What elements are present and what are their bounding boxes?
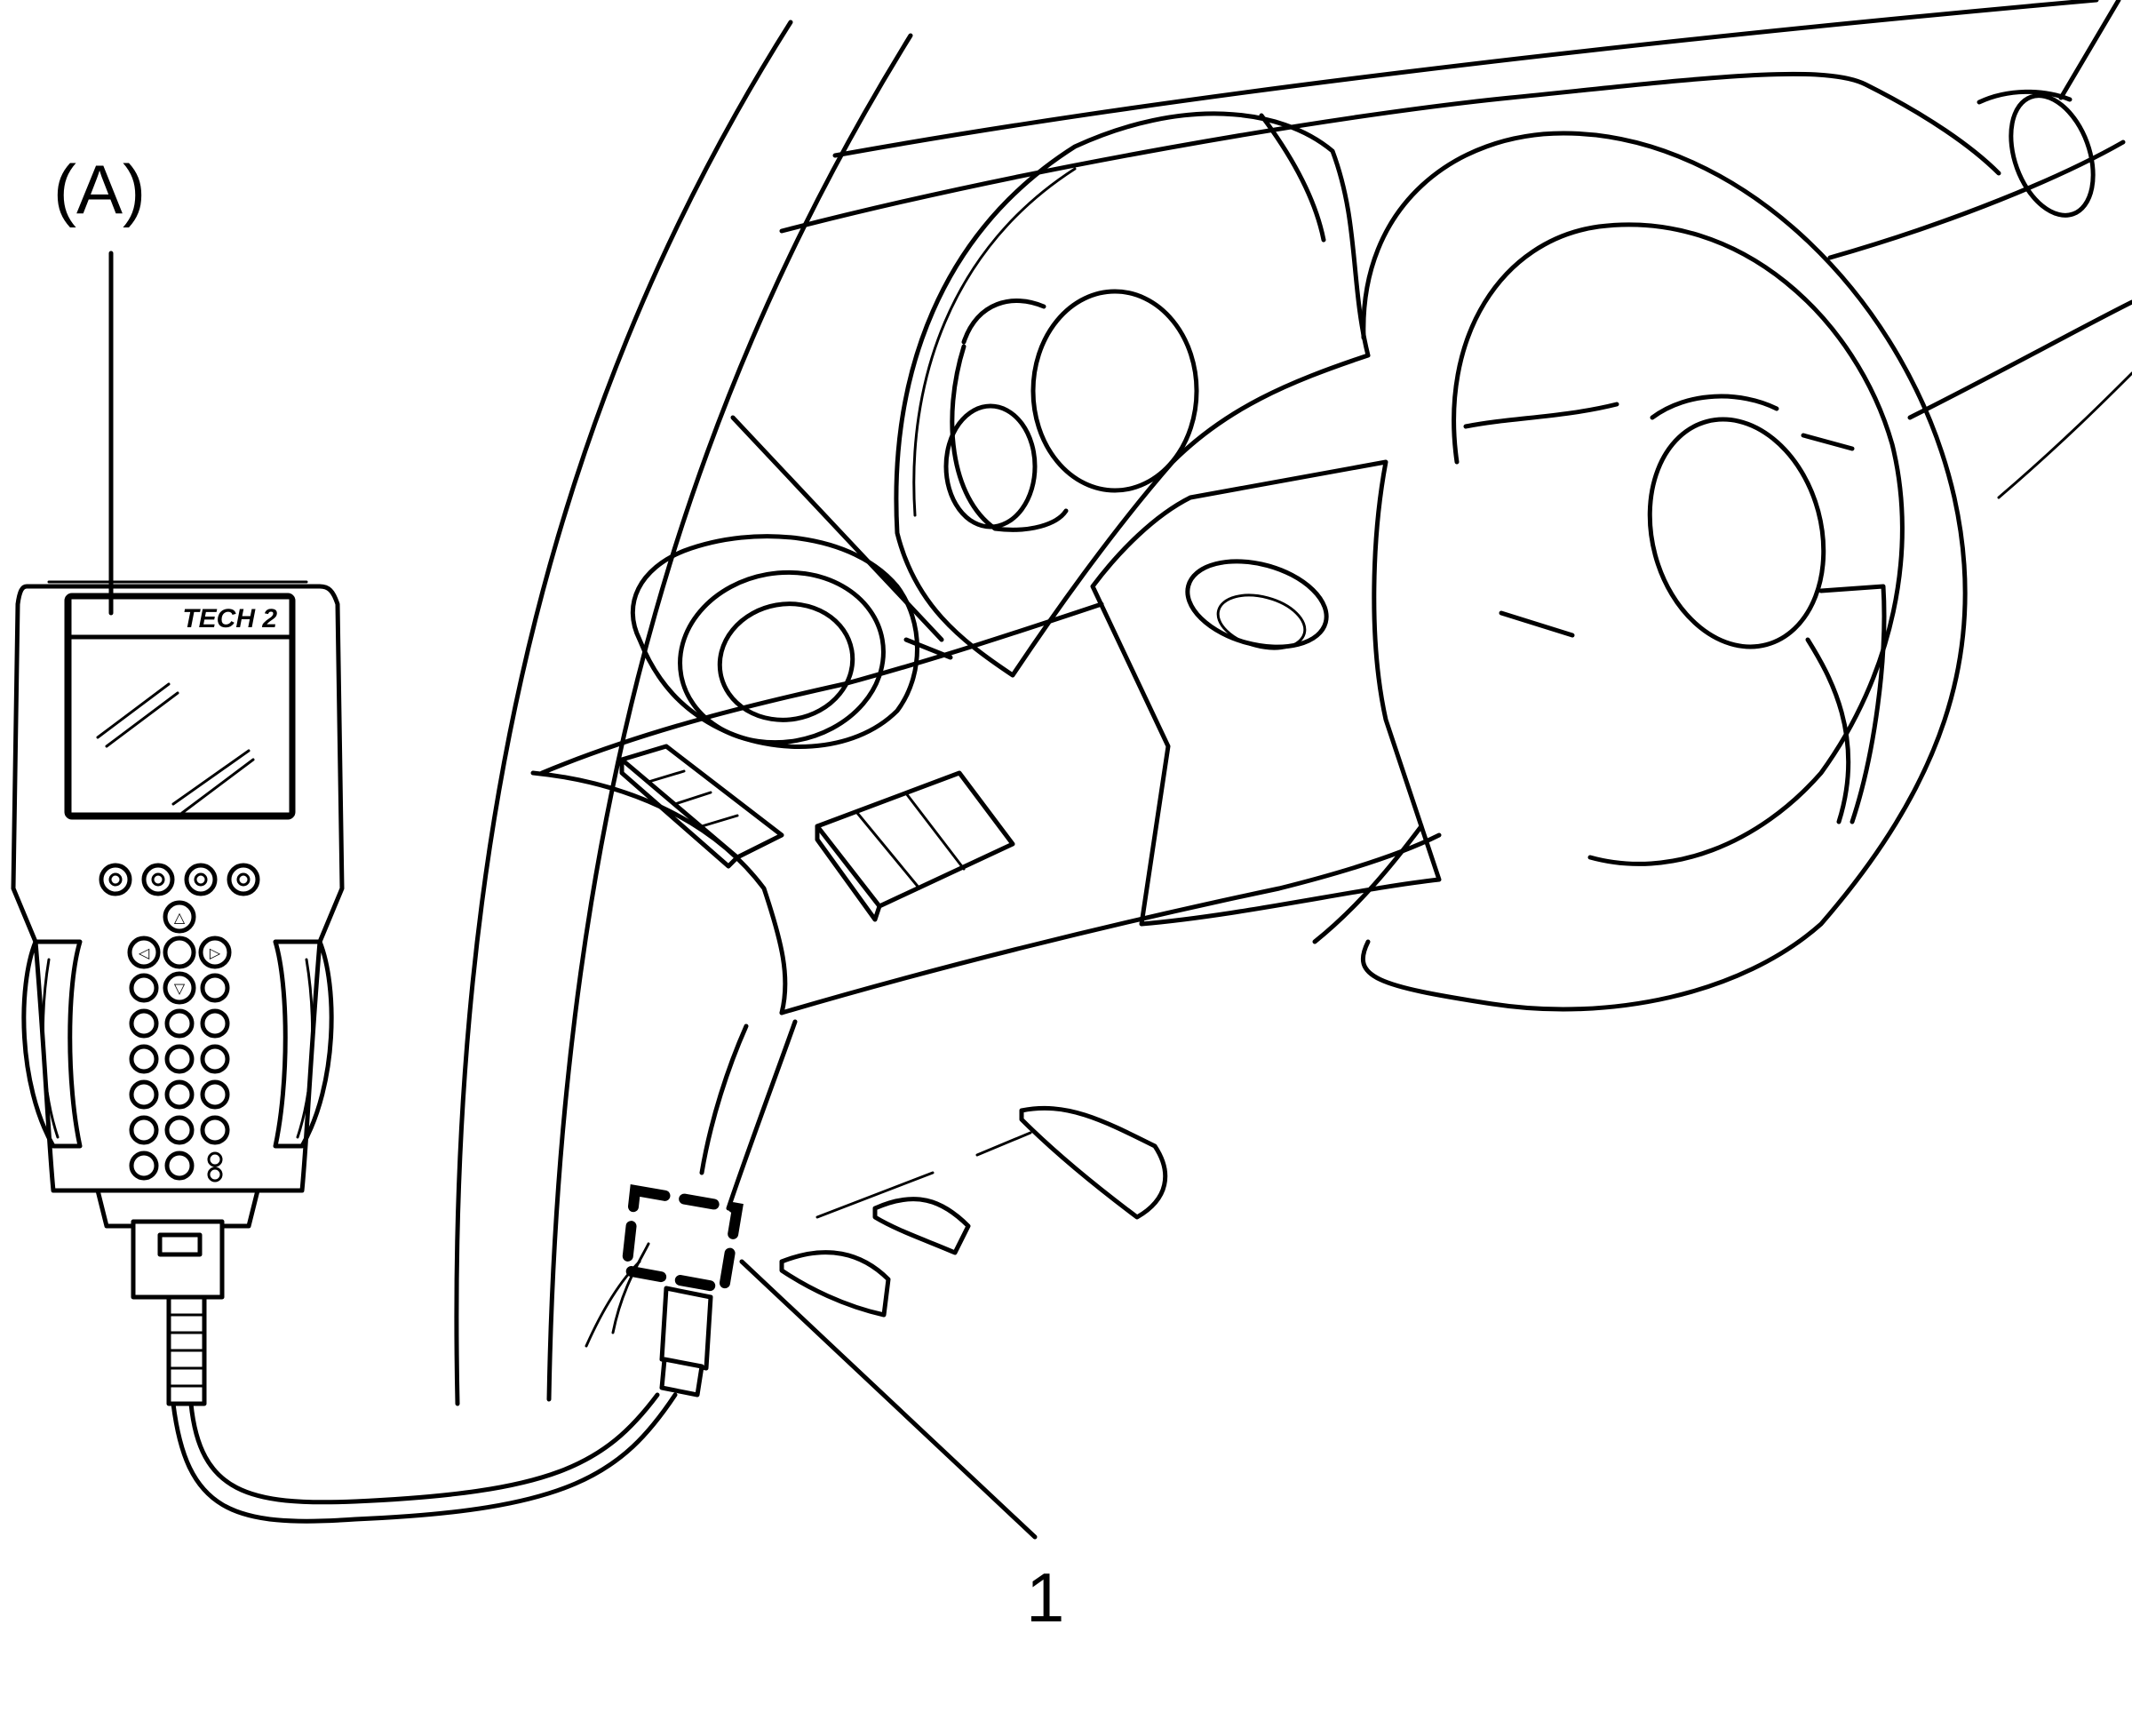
- arrow-down-key: [163, 971, 196, 1005]
- spoke-left-lower: [1499, 610, 1575, 638]
- callouts: (A) 1: [53, 150, 1064, 1636]
- cluster-hood-edge: [1259, 113, 1326, 243]
- arrow-right-key: [198, 936, 232, 969]
- function-keys: [99, 863, 260, 896]
- callout-1-label: 1: [1026, 1558, 1064, 1636]
- console-lower-left: [699, 1023, 749, 1175]
- dlc-plug-strain: [659, 1357, 704, 1398]
- tool-body: [11, 584, 345, 1193]
- connection-cable: [166, 1286, 713, 1524]
- lower-dash-right: [1312, 824, 1424, 944]
- dash-right-edge: [1997, 371, 2132, 499]
- keypad: [129, 973, 230, 1183]
- hub-top-edge: [1650, 394, 1779, 420]
- dash-crease-end: [903, 637, 953, 660]
- steering-wheel-hub: [1647, 417, 1826, 649]
- speedometer-gauge: [1030, 289, 1199, 493]
- connector-latch: [157, 1232, 203, 1257]
- spoke-right-upper: [1801, 433, 1855, 451]
- center-switch-panel: [815, 770, 1015, 922]
- steering-wheel-rim-outer: [1360, 131, 1968, 1012]
- arrow-right-icon: ▷: [210, 944, 221, 961]
- right-grip: [273, 939, 334, 1149]
- screen-glare: [96, 682, 255, 815]
- display-screen: [67, 634, 294, 817]
- cable-edge-outer: [171, 1392, 678, 1524]
- ignition-key-slot: [1216, 593, 1307, 650]
- cluster-hood-inner-line: [912, 167, 1077, 517]
- center-vent-inner: [717, 601, 855, 722]
- right-grip-inner: [296, 958, 314, 1139]
- tech2-scan-tool: TECH 2 △ ◁ ▷ ▽: [11, 580, 345, 1300]
- accelerator-pedal: [779, 1250, 891, 1318]
- gauge-surround-left: [961, 299, 1046, 345]
- f3-key: [184, 863, 218, 896]
- arrow-left-key: [127, 936, 161, 969]
- spoke-right-lower: [1805, 637, 1851, 824]
- a-pillar-outer-line: [454, 20, 793, 1406]
- pedals: [779, 1105, 1168, 1318]
- dash-right-lower-line: [1907, 299, 2132, 420]
- device-brand-label: TECH 2: [182, 604, 277, 633]
- clutch-pedal: [872, 1197, 971, 1255]
- vehicle-dashboard: [454, 0, 2132, 1406]
- instrument-cluster-hood: [894, 111, 1371, 678]
- arrow-up-key: [163, 900, 196, 934]
- arrow-down-icon: ▽: [174, 980, 186, 997]
- data-link-connector-location: [620, 1183, 744, 1294]
- left-switch-panel: [619, 744, 784, 869]
- brake-pedal: [1019, 1105, 1168, 1220]
- tool-bottom-base: [95, 1188, 260, 1229]
- center-console-top: [539, 601, 1104, 776]
- steering-wheel-rim-inner: [1452, 222, 1905, 866]
- f2-key: [141, 863, 175, 896]
- windshield-lower-edge: [832, 0, 2099, 158]
- left-grip: [21, 939, 83, 1149]
- callout-a-label: (A): [53, 150, 146, 228]
- arrow-left-icon: ◁: [138, 944, 150, 961]
- arrow-center-key: [163, 936, 196, 969]
- f4-key: [227, 863, 260, 896]
- f1-key: [99, 863, 132, 896]
- dash-right-line: [1827, 139, 2126, 260]
- side-vent-pillar: [2058, 0, 2121, 100]
- side-air-vent: [2009, 93, 2096, 218]
- callout-1-leader: [739, 1259, 1038, 1540]
- steering-column-cover: [1090, 459, 1442, 927]
- center-console-left: [530, 770, 788, 1015]
- center-vent-outer: [678, 569, 886, 745]
- gauge-surround: [950, 344, 1069, 532]
- left-grip-inner: [41, 958, 60, 1139]
- ignition-switch: [1185, 559, 1329, 649]
- spoke-right-side: [1818, 584, 1887, 824]
- spoke-left-upper: [1463, 402, 1619, 429]
- dash-top-line: [779, 71, 2001, 234]
- center-vent-housing: [630, 534, 919, 749]
- a-pillar-inner-line: [546, 33, 913, 1402]
- arrow-keys: △ ◁ ▷ ▽: [127, 900, 232, 1005]
- lower-dash-line: [779, 832, 1442, 1015]
- dlc-plug: [659, 1286, 713, 1371]
- arrow-up-icon: △: [174, 909, 186, 926]
- console-lower-inner: [726, 1019, 798, 1211]
- footwell-line-a: [611, 1242, 650, 1334]
- cable-edge-inner: [188, 1392, 660, 1505]
- tachometer-gauge: [943, 403, 1038, 530]
